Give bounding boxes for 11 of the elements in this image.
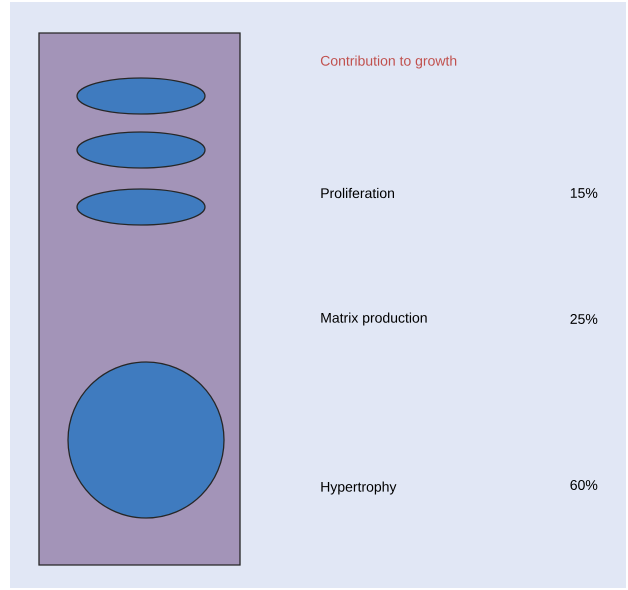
category-label: Proliferation xyxy=(321,188,394,198)
chart-heading: Contribution to growth xyxy=(320,55,456,69)
flat-nucleus xyxy=(76,131,206,169)
category-label: Matrix production xyxy=(321,312,427,326)
flat-nucleus xyxy=(76,77,206,115)
percentage-value: 15% xyxy=(570,188,598,198)
category-label: Hypertrophy xyxy=(321,481,396,495)
flat-nucleus xyxy=(76,188,206,226)
round-nucleus xyxy=(67,361,225,519)
percentage-value: 60% xyxy=(570,480,598,490)
percentage-value: 25% xyxy=(570,314,598,324)
